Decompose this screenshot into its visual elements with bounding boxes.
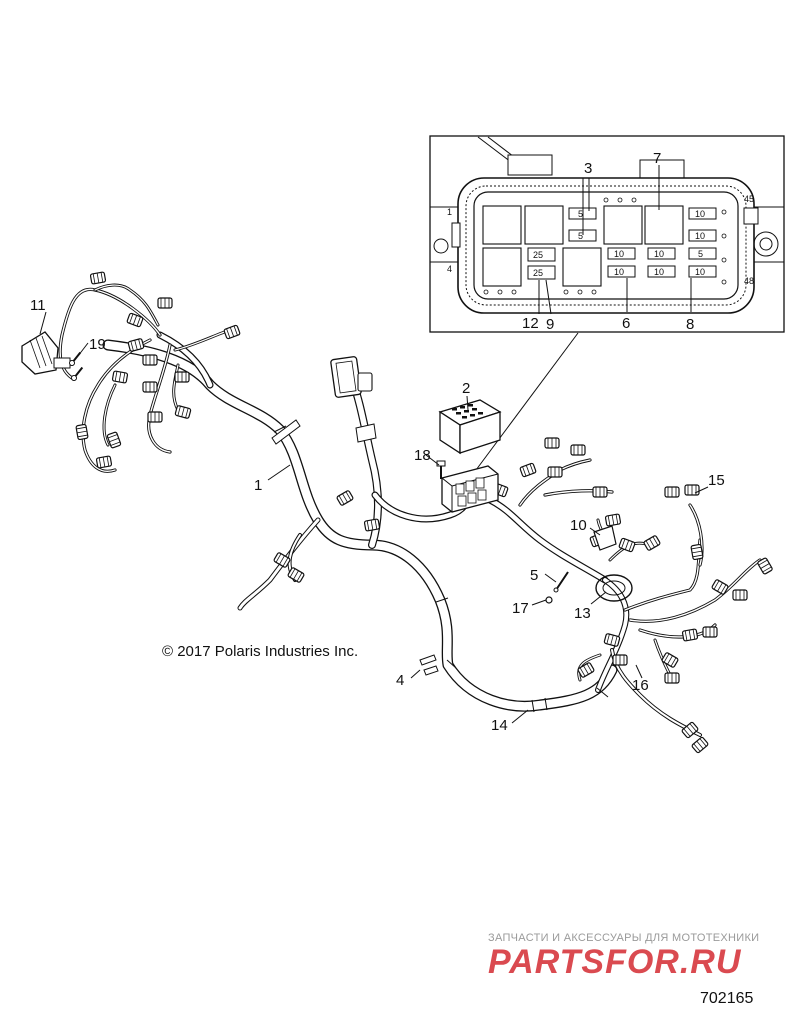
- callout-5: 5: [530, 567, 538, 584]
- callout-1: 1: [254, 477, 262, 494]
- callout-12: 12: [522, 315, 539, 332]
- callout-16: 16: [632, 677, 649, 694]
- fuse-rating: 10: [695, 209, 705, 219]
- fuse-rating: 10: [695, 267, 705, 277]
- callout-9: 9: [546, 316, 554, 333]
- callout-7: 7: [653, 150, 661, 167]
- callout-13: 13: [574, 605, 591, 622]
- callout-4: 4: [396, 672, 404, 689]
- callout-leaders: [39, 311, 709, 724]
- ecu-connector: [330, 356, 377, 443]
- callout-10: 10: [570, 517, 587, 534]
- callout-2: 2: [462, 380, 470, 397]
- fuse-rating: 10: [654, 267, 664, 277]
- callout-19: 19: [89, 336, 106, 353]
- callout-3: 3: [584, 160, 592, 177]
- pin-number: 4: [447, 264, 452, 274]
- callout-11: 11: [30, 297, 46, 314]
- part-10-connector: [593, 525, 617, 551]
- callout-14: 14: [491, 717, 508, 734]
- fuse-rating: 5: [578, 209, 583, 219]
- inset-leader-line: [475, 332, 579, 471]
- fuse-rating: 25: [533, 268, 543, 278]
- fuse-rating: 10: [654, 249, 664, 259]
- fasteners: [66, 351, 569, 676]
- callout-17: 17: [512, 600, 529, 617]
- part-2-fuse-cover: [438, 399, 502, 455]
- pin-number: 45: [744, 194, 754, 204]
- watermark-logo: PARTSFOR.RU: [488, 943, 742, 981]
- callout-8: 8: [686, 316, 694, 333]
- fuse-rating: 10: [614, 267, 624, 277]
- callout-15: 15: [708, 472, 725, 489]
- callout-18: 18: [414, 447, 431, 464]
- callout-6: 6: [622, 315, 630, 332]
- fuse-rating: 25: [533, 250, 543, 260]
- fuse-rating: 5: [578, 231, 583, 241]
- drawing-number: 702165: [700, 990, 754, 1007]
- fuse-rating: 10: [614, 249, 624, 259]
- fuse-box-detail-inset: 25 25 5 5 10 10 10 10 10 10 5 10 1 4 45 …: [429, 135, 785, 333]
- watermark-tagline: ЗАПЧАСТИ И АКСЕССУАРЫ ДЛЯ МОТОТЕХНИКИ: [488, 932, 760, 944]
- part-11-connector: [21, 331, 71, 375]
- ty-wrap: [271, 419, 301, 445]
- part-13-grommet: [595, 574, 633, 602]
- fuse-box-base: [441, 465, 499, 513]
- copyright-notice: © 2017 Polaris Industries Inc.: [162, 643, 359, 660]
- wire-harness: [58, 283, 762, 737]
- callout-numbers: 1 2 3 4 5 6 7 8 9 10 11 12 13 14 15 16 1…: [30, 150, 725, 734]
- pin-number: 1: [447, 207, 452, 217]
- pin-number: 48: [744, 276, 754, 286]
- fuse-rating: 5: [698, 249, 703, 259]
- fuse-rating: 10: [695, 231, 705, 241]
